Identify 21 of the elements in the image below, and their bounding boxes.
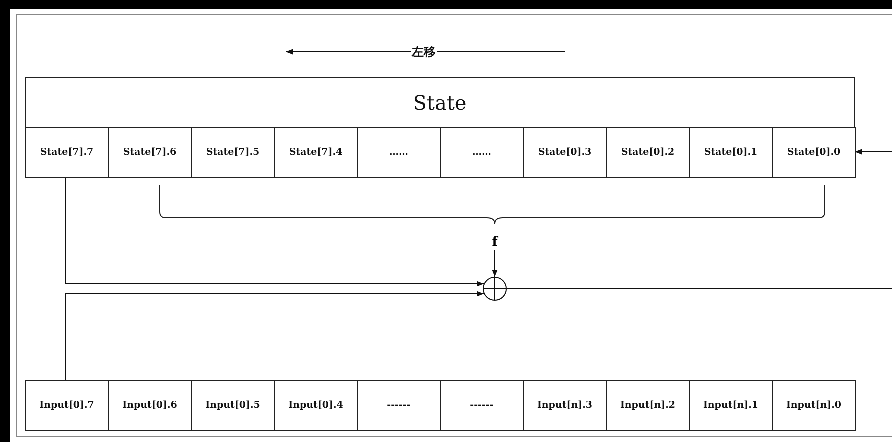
- bit-cell: Input[0].4: [274, 380, 358, 431]
- bit-cell: Input[n].0: [772, 380, 856, 431]
- connector-arrow: [854, 149, 892, 155]
- bit-cell: ------: [440, 380, 524, 431]
- bit-cell: Input[0].5: [191, 380, 275, 431]
- bit-cell: Input[0].7: [25, 380, 109, 431]
- bit-cell: Input[n].3: [523, 380, 607, 431]
- bit-cell: State[0].0: [772, 127, 856, 178]
- xor-symbol: [483, 277, 507, 301]
- bit-cell: ------: [357, 380, 441, 431]
- connector-line: [506, 288, 892, 290]
- bit-cell: Input[n].2: [606, 380, 690, 431]
- register-box: [25, 77, 855, 178]
- bit-cell: Input[n].1: [689, 380, 773, 431]
- shift-label: 左移: [411, 44, 437, 60]
- connector-arrow: [66, 291, 484, 380]
- connector-arrow: [492, 250, 498, 278]
- connector-arrow: [66, 178, 484, 287]
- function-label: f: [488, 234, 502, 250]
- bit-cell: Input[0].6: [108, 380, 192, 431]
- register-title: State: [412, 90, 468, 116]
